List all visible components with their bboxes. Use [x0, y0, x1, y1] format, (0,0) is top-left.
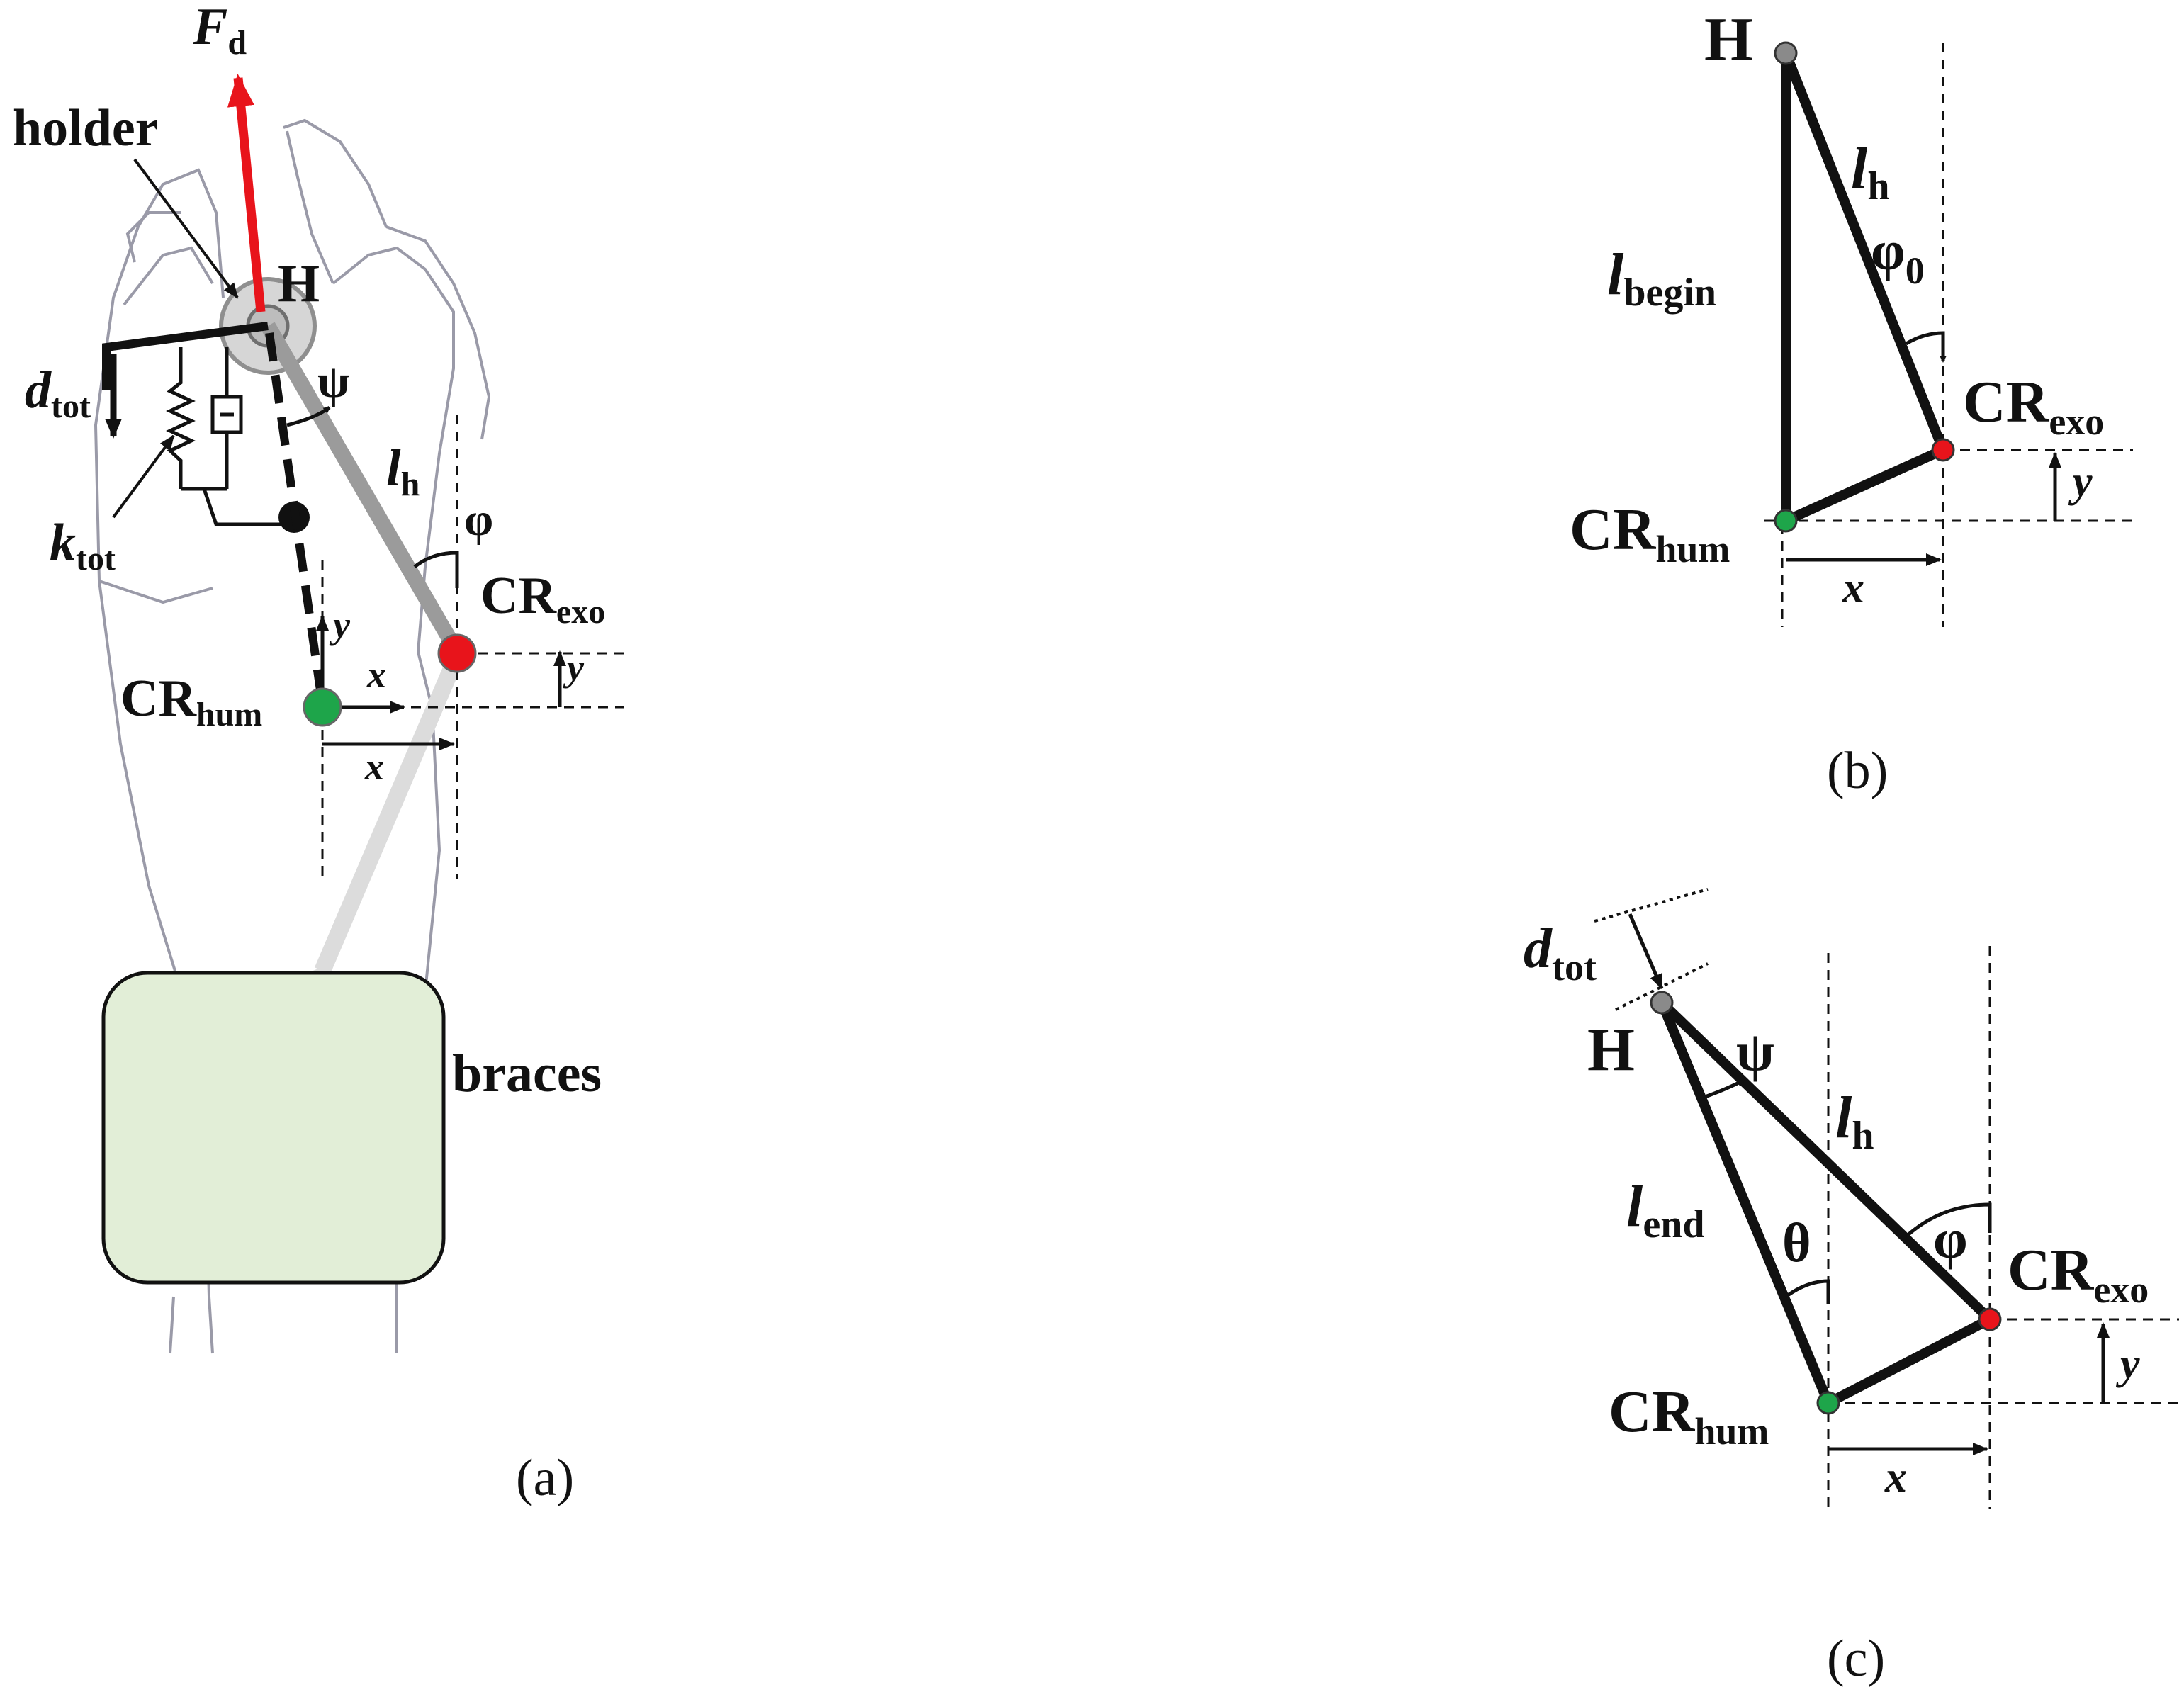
- h-label-c: H: [1587, 1015, 1635, 1083]
- caption-a: (a): [516, 1449, 574, 1507]
- phi-arc-c: [1899, 1202, 1992, 1244]
- phi0-label: φ0: [1871, 220, 1925, 292]
- y-label-a1: y: [329, 604, 351, 646]
- h-label-b: H: [1704, 6, 1752, 74]
- psi-arc-c: [1700, 1078, 1745, 1100]
- cr-hum-point-a: [303, 687, 342, 727]
- cr-hum-point-c: [1816, 1391, 1840, 1415]
- phi-label-c: φ: [1933, 1208, 1968, 1270]
- crexo-label-c: CRexo: [2008, 1237, 2149, 1311]
- panel-c: dtot H ψ lh lend θ φ CRexo CRhum y x (c): [1524, 888, 2179, 1688]
- lend-label: lend: [1626, 1173, 1705, 1246]
- x-label-b: x: [1842, 564, 1864, 612]
- theta-arc-c: [1784, 1279, 1830, 1304]
- dtot-ticks-c: [1594, 888, 1709, 1011]
- h-point-c: [1650, 991, 1674, 1015]
- exo-rod: [261, 322, 464, 656]
- cr-exo-point-c: [1978, 1307, 2002, 1331]
- cr-exo-point-b: [1931, 438, 1955, 462]
- x-label-c: x: [1884, 1453, 1907, 1501]
- cr-exo-point-a: [437, 633, 477, 673]
- braces-label: braces: [452, 1044, 602, 1103]
- y-label-b: y: [2068, 458, 2093, 506]
- panel-b: H lh φ0 lbegin CRexo CRhum y x (b): [1570, 6, 2133, 800]
- triangle-c: [1657, 998, 1995, 1408]
- lh-label-a: lh: [386, 439, 420, 503]
- holder-pointer: [133, 158, 239, 299]
- phi0-arc: [1905, 331, 1947, 363]
- caption-b: (b): [1827, 742, 1888, 800]
- h-point-b: [1774, 41, 1798, 65]
- y-label-c: y: [2115, 1340, 2140, 1388]
- force-arrow: [227, 74, 266, 312]
- crexo-label-a: CRexo: [480, 567, 605, 631]
- crhum-label-a: CRhum: [120, 670, 262, 733]
- x-label-a1: x: [366, 653, 386, 696]
- holder-label: holder: [13, 99, 159, 157]
- force-label: Fd: [192, 0, 247, 62]
- spring-damper: [102, 322, 294, 526]
- ktot-pointer: [112, 434, 175, 519]
- crhum-label-b: CRhum: [1570, 497, 1730, 570]
- triangle-b: [1781, 48, 1948, 526]
- hand-axis: [265, 332, 327, 706]
- lh-label-b: lh: [1851, 135, 1890, 208]
- dtot-label-a: dtot: [25, 361, 91, 425]
- phi-label-a: φ: [464, 494, 493, 546]
- h-label-a: H: [278, 254, 320, 313]
- x-label-a2: x: [364, 745, 384, 788]
- psi-arc: [286, 405, 331, 427]
- ref-lines-c: [1827, 946, 2179, 1509]
- crexo-label-b: CRexo: [1963, 369, 2104, 443]
- ktot-label: ktot: [50, 514, 116, 577]
- dtot-arrow-c: [1628, 913, 1664, 990]
- psi-label-a: ψ: [317, 356, 349, 407]
- crhum-label-c: CRhum: [1609, 1379, 1769, 1453]
- lh-label-c: lh: [1835, 1085, 1874, 1158]
- panel-a: Fd holder H ψ dtot ktot lh φ CRexo CRhum…: [13, 0, 624, 1507]
- braces: [101, 971, 446, 1285]
- psi-label-c: ψ: [1736, 1020, 1774, 1082]
- theta-label-c: θ: [1782, 1212, 1811, 1273]
- cr-hum-point-b: [1774, 509, 1798, 533]
- caption-c: (c): [1827, 1630, 1885, 1688]
- lbegin-label: lbegin: [1607, 242, 1716, 315]
- dtot-label-c: dtot: [1524, 918, 1597, 988]
- y-label-a2: y: [563, 646, 585, 689]
